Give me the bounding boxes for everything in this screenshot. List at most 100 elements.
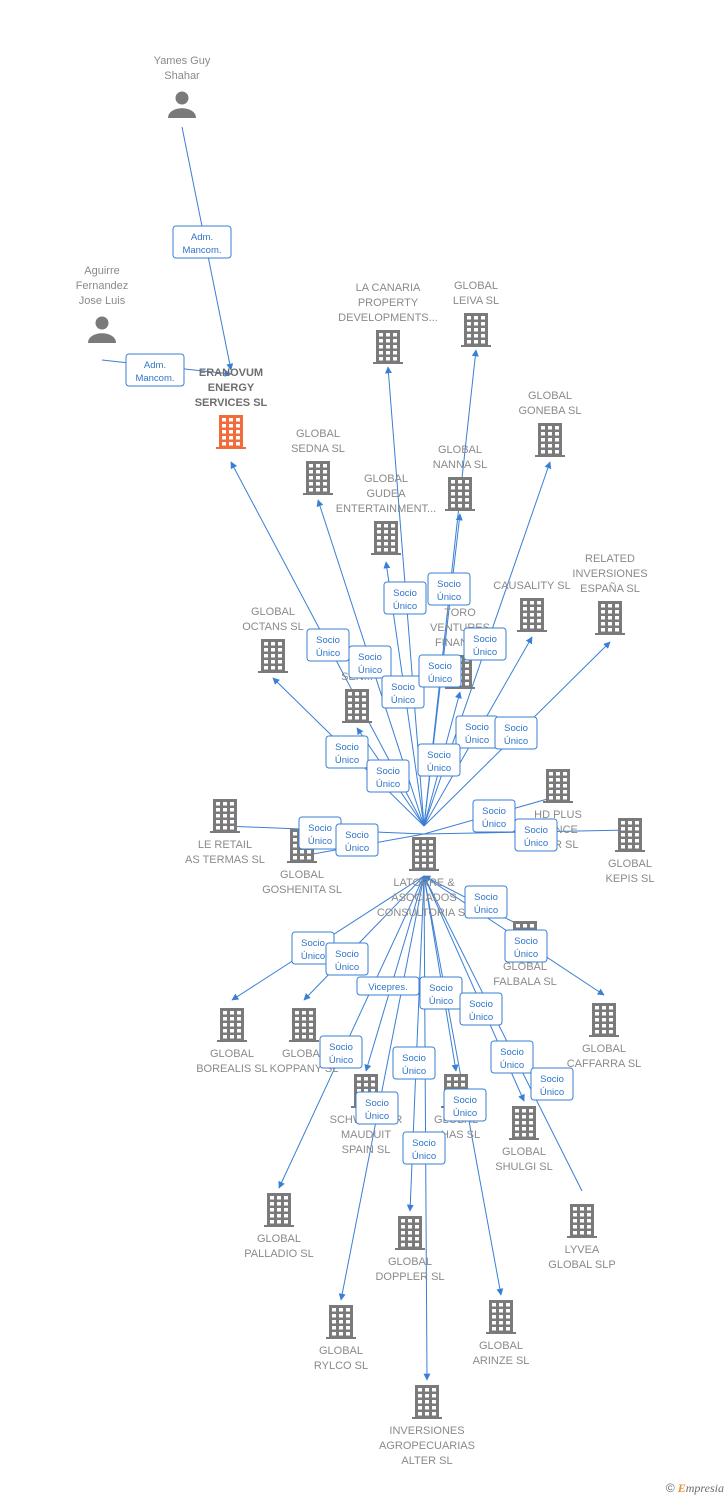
node-label: GLOBAL	[319, 1345, 363, 1357]
building-window	[425, 1400, 429, 1404]
building-window	[506, 1327, 510, 1331]
node-label: ALTER SL	[401, 1455, 452, 1467]
building-window	[601, 616, 605, 620]
node-causality[interactable]: CAUSALITY SL	[493, 580, 571, 632]
building-window	[309, 1023, 313, 1027]
relation-label-r1[interactable]: Adm.Mancom.	[172, 225, 232, 259]
building-window	[555, 450, 559, 454]
building-window	[309, 1035, 313, 1039]
building-window	[587, 1213, 591, 1217]
node-lacanaria[interactable]: LA CANARIAPROPERTYDEVELOPMENTS...	[338, 282, 438, 364]
relation-label-r24[interactable]: Vicepres.	[356, 976, 420, 996]
empresia-brand[interactable]: © Empresia	[666, 1481, 724, 1496]
building-window	[393, 333, 397, 337]
building-window	[415, 1243, 419, 1247]
building-window	[529, 1127, 533, 1131]
building-base	[395, 1248, 425, 1250]
building-window	[284, 1220, 288, 1224]
building-window	[529, 1121, 533, 1125]
building-window	[425, 1406, 429, 1410]
building-window	[236, 436, 240, 440]
building-window	[608, 616, 612, 620]
relation-text: Socio	[504, 723, 528, 734]
building-window	[595, 1018, 599, 1022]
edge-latorre-to-koppany	[303, 875, 425, 1001]
building-window	[541, 426, 545, 430]
relation-label-r2[interactable]: Adm.Mancom.	[125, 353, 185, 387]
node-sen[interactable]: SEN...	[341, 671, 373, 723]
building-window	[595, 1030, 599, 1034]
building-window	[357, 1077, 361, 1081]
building-window	[451, 504, 455, 508]
relation-text: Socio	[301, 938, 325, 949]
building-window	[451, 492, 455, 496]
building-window	[522, 1115, 526, 1119]
building-window	[541, 438, 545, 442]
building-window	[506, 1315, 510, 1319]
edge-latorre-to-palladio	[278, 875, 425, 1189]
building-window	[492, 1321, 496, 1325]
building-window	[309, 476, 313, 480]
node-gudea[interactable]: GLOBALGUDEAENTERTAINMENT...	[336, 473, 436, 555]
node-label: RELATED	[585, 553, 635, 565]
building-window	[309, 488, 313, 492]
node-label: INVERSIONES	[389, 1425, 464, 1437]
building-window	[580, 1213, 584, 1217]
building-window	[386, 339, 390, 343]
relation-text: Único	[465, 735, 489, 746]
building-window	[293, 856, 297, 860]
node-label: GLOBAL	[364, 473, 408, 485]
building-window	[323, 476, 327, 480]
